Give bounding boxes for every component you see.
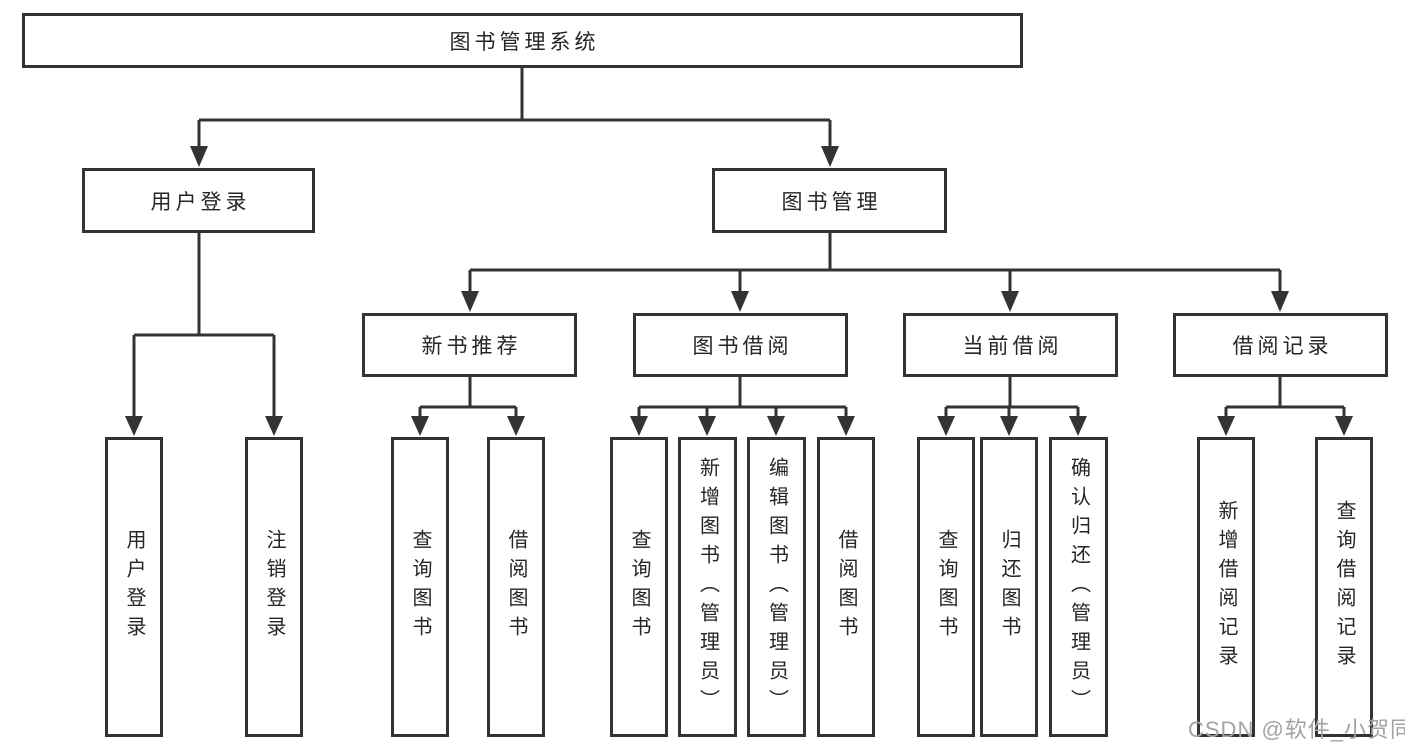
node-label: 新书推荐 [421,335,522,358]
node-new-book-recommend: 新书推荐 [362,313,577,377]
leaf-logout: 注销登录 [245,437,303,737]
leaf-add-book-admin: 新增图书（管理员） [678,437,737,737]
leaf-borrow-book: 借阅图书 [817,437,875,737]
node-label: 借阅记录 [1232,335,1333,358]
leaf-label: 借阅图书 [835,529,857,645]
leaf-label: 查询图书 [409,529,431,645]
leaf-user-login: 用户登录 [105,437,163,737]
leaf-return-book: 归还图书 [980,437,1038,737]
node-label: 当前借阅 [962,335,1063,358]
node-user-login: 用户登录 [82,168,315,233]
leaf-label: 用户登录 [123,529,145,645]
leaf-label: 确认归还（管理员） [1067,456,1090,718]
leaf-borrow-book-recommend: 借阅图书 [487,437,545,737]
node-current-borrow: 当前借阅 [903,313,1118,377]
leaf-edit-book-admin: 编辑图书（管理员） [747,437,806,737]
csdn-watermark: CSDN @软件_小贺同学 [1188,717,1405,742]
leaf-add-borrow-record: 新增借阅记录 [1197,437,1255,737]
leaf-label: 查询图书 [935,529,957,645]
leaf-label: 编辑图书（管理员） [765,456,788,718]
leaf-label: 归还图书 [998,529,1020,645]
node-library-management-system: 图书管理系统 [22,13,1023,68]
leaf-label: 注销登录 [263,529,285,645]
leaf-label: 查询借阅记录 [1333,500,1355,674]
node-label: 用户登录 [150,190,251,214]
node-label: 图书管理 [781,190,882,214]
node-label: 图书借阅 [692,335,793,358]
leaf-query-current-book: 查询图书 [917,437,975,737]
leaf-query-book: 查询图书 [610,437,668,737]
arrowheads [125,146,1353,436]
node-borrow-record: 借阅记录 [1173,313,1388,377]
leaf-query-book-recommend: 查询图书 [391,437,449,737]
leaf-confirm-return-admin: 确认归还（管理员） [1049,437,1108,737]
node-label: 图书管理系统 [449,30,600,54]
node-book-borrow: 图书借阅 [633,313,848,377]
leaf-label: 查询图书 [628,529,650,645]
leaf-label: 新增图书（管理员） [696,456,719,718]
leaf-label: 借阅图书 [505,529,527,645]
node-book-management: 图书管理 [712,168,947,233]
leaf-query-borrow-record: 查询借阅记录 [1315,437,1373,737]
leaf-label: 新增借阅记录 [1215,500,1237,674]
